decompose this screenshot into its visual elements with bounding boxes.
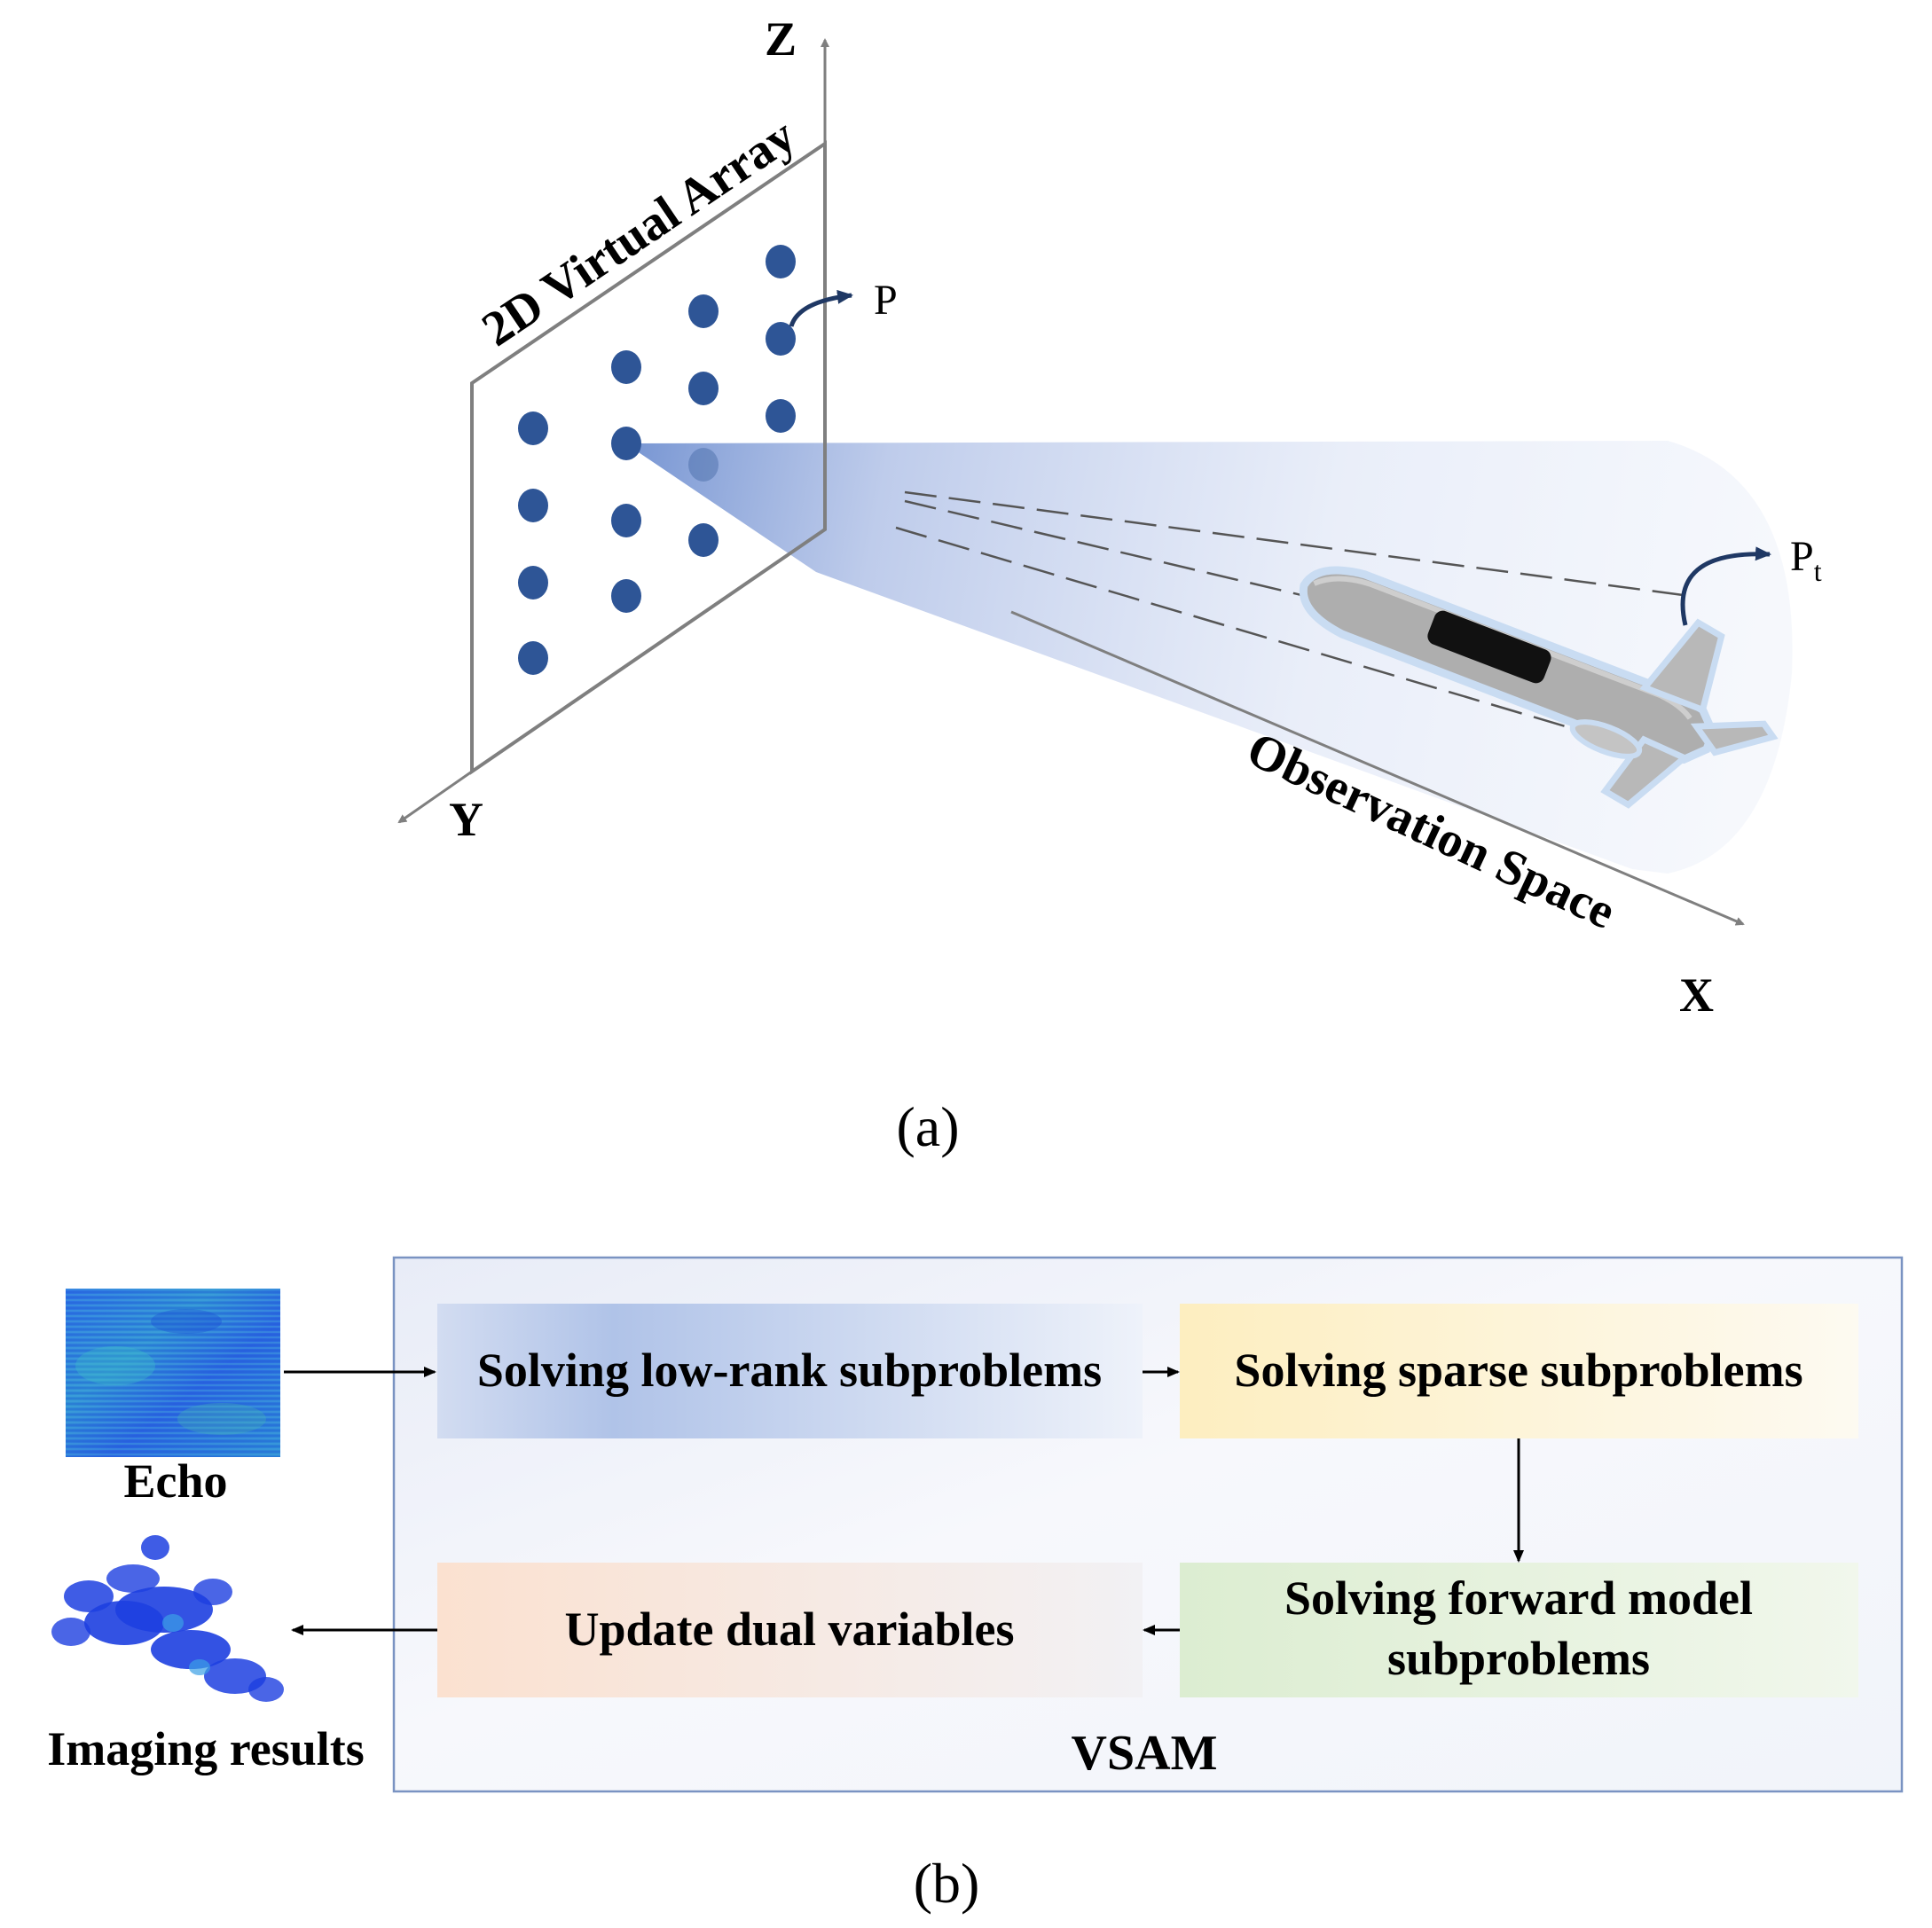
array-plane — [470, 140, 827, 775]
p-pointer-arrow — [789, 289, 853, 327]
step-sparse-text: Solving sparse subproblems — [1234, 1344, 1802, 1397]
step-forward: Solving forward model subproblems — [1180, 1563, 1858, 1697]
array-label: 2D Virtual Array — [473, 108, 805, 357]
observation-beam — [625, 441, 1793, 874]
step-sparse-box — [1180, 1304, 1858, 1438]
step-forward-text-line2: subproblems — [1387, 1632, 1650, 1685]
step-sparse: Solving sparse subproblems — [1180, 1304, 1858, 1438]
array-element — [611, 504, 641, 537]
imaging-result — [51, 1535, 284, 1702]
array-element — [688, 523, 719, 557]
array-element — [518, 641, 548, 675]
echo-label: Echo — [123, 1454, 227, 1508]
array-element — [518, 566, 548, 600]
step-forward-text-line1: Solving forward model — [1284, 1571, 1753, 1625]
step-dual-box — [437, 1563, 1143, 1697]
vsam-label: VSAM — [1072, 1726, 1218, 1781]
array-element — [611, 350, 641, 384]
p-label: P — [874, 277, 898, 324]
x-axis — [1010, 610, 1745, 926]
array-element — [766, 322, 796, 356]
array-element — [611, 579, 641, 613]
array-element — [688, 448, 719, 482]
pt-pointer-arrow — [1680, 546, 1771, 626]
array-element — [766, 245, 796, 278]
step-low-rank-box — [437, 1304, 1143, 1438]
panel-a: P Pt Z Y X 2D Virtual Array Observation … — [397, 12, 1822, 1158]
pt-label: Pt — [1790, 533, 1822, 587]
x-axis-label: X — [1679, 968, 1714, 1022]
y-axis-label: Y — [449, 793, 483, 846]
echo-image — [66, 1289, 280, 1457]
ray-lines — [895, 490, 1691, 744]
step-dual-text: Update dual variables — [564, 1603, 1014, 1656]
z-axis-label: Z — [765, 12, 797, 66]
array-element — [688, 294, 719, 328]
step-low-rank-text: Solving low-rank subproblems — [477, 1344, 1102, 1397]
panel-b: VSAM Solving low-rank subproblems Solvin… — [47, 1256, 1904, 1915]
array-element — [766, 399, 796, 433]
array-element — [611, 427, 641, 460]
step-low-rank: Solving low-rank subproblems — [437, 1304, 1143, 1438]
array-element — [518, 411, 548, 445]
array-elements — [518, 245, 796, 675]
y-axis — [397, 770, 473, 824]
caption-a: (a) — [896, 1095, 959, 1158]
array-element — [688, 372, 719, 405]
caption-b: (b) — [914, 1852, 980, 1915]
array-element — [518, 489, 548, 522]
imaging-results-label: Imaging results — [47, 1722, 365, 1775]
aircraft-target — [1299, 566, 1779, 809]
step-forward-box — [1180, 1563, 1858, 1697]
step-dual: Update dual variables — [437, 1563, 1143, 1697]
